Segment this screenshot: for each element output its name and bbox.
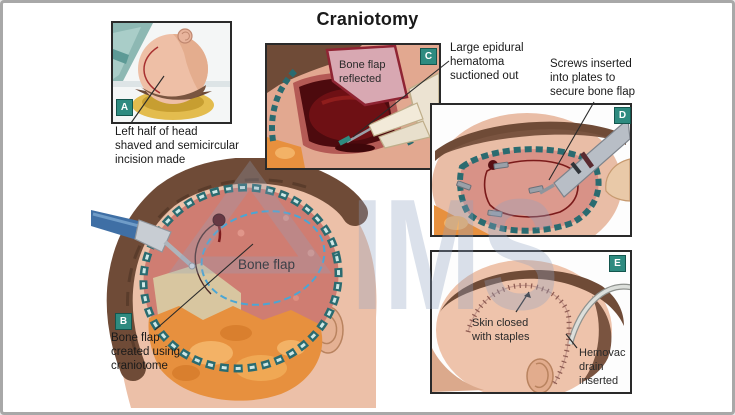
badge-b: B xyxy=(115,313,132,330)
panel-b-caption: Bone flap created using craniotome xyxy=(111,332,181,372)
svg-text:inserted: inserted xyxy=(579,375,618,387)
panel-e-closure-illustration: Skin closed with staples Hemovac drain i… xyxy=(430,250,632,394)
badge-a: A xyxy=(116,99,133,116)
badge-c: C xyxy=(420,48,437,65)
clip-edge xyxy=(457,146,602,234)
hematoma-suction-drawing: Bone flap reflected xyxy=(267,45,439,168)
drill-bit xyxy=(539,183,555,195)
raney-clip-ring xyxy=(139,183,343,373)
svg-text:reflected: reflected xyxy=(339,73,381,85)
incision-line xyxy=(467,284,570,385)
staples-label: Skin closed xyxy=(472,317,528,329)
panel-c-hematoma-illustration: Bone flap reflected xyxy=(265,43,441,170)
hair-band xyxy=(106,158,368,381)
panel-c-caption: Large epidural hematoma suctioned out xyxy=(450,42,524,82)
panel-d-caption: Screws inserted into plates to secure bo… xyxy=(550,58,636,98)
badge-d: D xyxy=(614,107,631,124)
burr-hole xyxy=(212,213,226,227)
fixation-plates xyxy=(456,161,544,218)
drain-label: Hemovac xyxy=(579,347,626,359)
head-shape xyxy=(436,260,612,392)
finger-shape xyxy=(605,158,630,202)
plate-screw-drawing xyxy=(432,105,630,235)
cheek-shape xyxy=(432,348,484,392)
stapled-closure-drawing: Skin closed with staples Hemovac drain i… xyxy=(432,252,630,392)
instrument-shape xyxy=(113,49,129,64)
svg-text:drain: drain xyxy=(579,361,603,373)
drain-leader-line xyxy=(565,333,578,349)
clip-edge xyxy=(269,66,300,142)
panel-d-fixation-illustration xyxy=(430,103,632,237)
hair-shape xyxy=(440,269,624,326)
bone-flap-label: Bone flap xyxy=(238,257,295,272)
page-title: Craniotomy xyxy=(316,9,419,29)
svg-text:with staples: with staples xyxy=(471,331,530,343)
bone-flap-reflected-label: Bone flap xyxy=(339,59,385,71)
suction-tip xyxy=(338,135,352,146)
panel-a-caption: Left half of head shaved and semicircula… xyxy=(115,126,240,166)
badge-e: E xyxy=(609,255,626,272)
